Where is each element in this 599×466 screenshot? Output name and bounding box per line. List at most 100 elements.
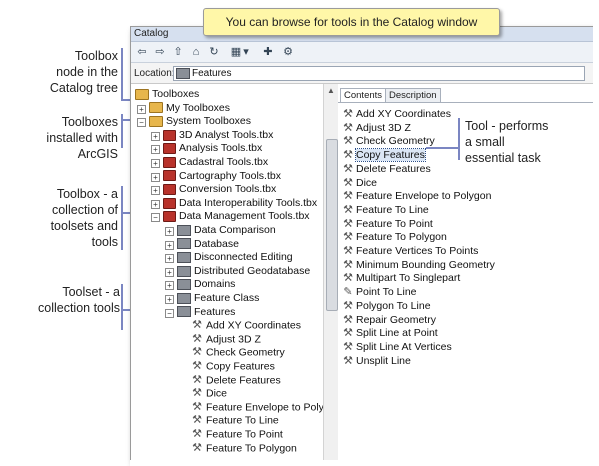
collapse-icon[interactable]: − (137, 118, 146, 128)
tool-hammer-icon: ⚒ (343, 231, 353, 244)
tree-item[interactable]: Analysis Tools.tbx (163, 142, 262, 155)
tool-hammer-icon: ⚒ (343, 176, 353, 189)
tree-item[interactable]: Database (177, 238, 239, 251)
contents-item[interactable]: ⚒Adjust 3D Z (342, 122, 411, 135)
location-bar: Location: Features (131, 63, 595, 84)
tab-contents[interactable]: Contents (340, 88, 387, 102)
views-icon[interactable]: ▦ (230, 46, 242, 58)
contents-item[interactable]: ⚒Add XY Coordinates (342, 108, 451, 121)
collapse-icon[interactable]: − (151, 213, 160, 223)
tab-divider (338, 102, 595, 103)
tree-item[interactable]: ⚒Adjust 3D Z (191, 333, 261, 346)
collapse-icon[interactable]: − (165, 308, 174, 318)
home-icon[interactable]: ⌂ (192, 46, 200, 58)
scroll-up-icon[interactable]: ▲ (327, 86, 335, 95)
expand-icon[interactable]: + (165, 295, 174, 304)
tree-scrollbar[interactable]: ▲ (323, 84, 338, 461)
tree-item[interactable]: My Toolboxes (149, 102, 230, 115)
contents-item[interactable]: ⚒Feature Envelope to Polygon (342, 190, 491, 203)
catalog-window: Catalog ⇦ ⇨ ⇧ ⌂ ↻ ▦ ▾ ✚ ⚙ Location: Feat… (130, 26, 596, 462)
tree-item[interactable]: ⚒Feature To Point (191, 428, 283, 441)
expand-icon[interactable]: + (137, 104, 146, 114)
contents-item[interactable]: ✎Point To Line (342, 286, 416, 299)
tree-item[interactable]: ⚒Check Geometry (191, 346, 285, 359)
tree-item[interactable]: System Toolboxes (149, 115, 251, 128)
tab-description[interactable]: Description (385, 88, 441, 102)
torn-edge-bottom (130, 460, 599, 466)
up-folder-icon[interactable]: ⇧ (173, 46, 183, 58)
tree-item[interactable]: Data Comparison (177, 224, 276, 237)
contents-item[interactable]: ⚒Check Geometry (342, 135, 435, 148)
tree-item[interactable]: ⚒Feature Envelope to Poly (191, 401, 323, 414)
expand-icon[interactable]: + (151, 172, 160, 182)
refresh-icon[interactable]: ↻ (209, 46, 219, 58)
contents-item-label: Delete Features (356, 162, 431, 175)
contents-item[interactable]: ⚒Unsplit Line (342, 355, 411, 368)
tool-hammer-icon: ⚒ (343, 135, 353, 148)
back-arrow-icon[interactable]: ⇦ (137, 46, 147, 58)
tree-item[interactable]: Cadastral Tools.tbx (163, 156, 268, 169)
tree-item[interactable]: Conversion Tools.tbx (163, 183, 276, 196)
tree-item[interactable]: Features (177, 306, 235, 319)
contents-item[interactable]: ⚒Feature To Point (342, 218, 433, 231)
tree-item-label: 3D Analyst Tools.tbx (179, 128, 274, 141)
expand-icon[interactable]: + (165, 240, 174, 250)
contents-item-label: Split Line At Vertices (356, 340, 452, 353)
contents-item[interactable]: ⚒Feature Vertices To Points (342, 245, 478, 258)
expand-icon[interactable]: + (151, 199, 160, 209)
tree-item[interactable]: Toolboxes (135, 88, 199, 101)
contents-item[interactable]: ⚒Minimum Bounding Geometry (342, 259, 495, 272)
contents-item[interactable]: ⚒Dice (342, 177, 377, 190)
contents-pane: Contents Description ⚒Add XY Coordinates… (338, 84, 595, 461)
location-label: Location: (134, 68, 175, 79)
tree-item[interactable]: ⚒Add XY Coordinates (191, 319, 301, 332)
scroll-thumb[interactable] (326, 139, 338, 311)
expand-icon[interactable]: + (165, 227, 174, 236)
tool-hammer-icon: ⚒ (343, 354, 353, 367)
tree-item[interactable]: Cartography Tools.tbx (163, 170, 281, 183)
expand-icon[interactable]: + (151, 145, 160, 155)
options-icon[interactable]: ⚙ (283, 46, 293, 58)
tool-hammer-icon: ⚒ (343, 162, 353, 175)
contents-item[interactable]: ⚒Multipart To Singlepart (342, 272, 460, 285)
toolboxes-folder-icon (135, 88, 149, 100)
expand-icon[interactable]: + (151, 159, 160, 168)
dropdown-arrow-icon[interactable]: ▾ (243, 46, 249, 58)
tree-item[interactable]: ⚒Dice (191, 387, 227, 400)
tree-item[interactable]: Data Interoperability Tools.tbx (163, 197, 317, 210)
contents-item[interactable]: ⚒Feature To Line (342, 204, 429, 217)
tree-item[interactable]: Feature Class (177, 292, 259, 305)
tree-item[interactable]: ⚒Feature To Polygon (191, 442, 297, 455)
expand-icon[interactable]: + (165, 281, 174, 291)
contents-item-label: Dice (356, 176, 378, 189)
toolbox-icon (163, 129, 176, 141)
tree-item[interactable]: Distributed Geodatabase (177, 265, 310, 278)
forward-arrow-icon[interactable]: ⇨ (155, 46, 165, 58)
tree-item[interactable]: Data Management Tools.tbx (163, 210, 310, 223)
contents-item[interactable]: ⚒Repair Geometry (342, 314, 436, 327)
connect-folder-icon[interactable]: ✚ (263, 46, 273, 58)
tree-item[interactable]: ⚒Feature To Line (191, 414, 279, 427)
tree-item[interactable]: ⚒Copy Features (191, 360, 275, 373)
contents-item[interactable]: ⚒Feature To Polygon (342, 231, 447, 244)
tree-item-label: Copy Features (206, 360, 275, 373)
script-tool-icon: ✎ (343, 286, 353, 299)
contents-item[interactable]: ⚒Split Line at Point (342, 327, 438, 340)
connector-node-horizontal (121, 99, 137, 101)
tree-item[interactable]: Domains (177, 278, 235, 291)
expand-icon[interactable]: + (151, 131, 160, 141)
contents-item[interactable]: ⚒Delete Features (342, 163, 431, 176)
tree-item[interactable]: 3D Analyst Tools.tbx (163, 129, 273, 142)
contents-item[interactable]: ⚒Polygon To Line (342, 300, 430, 313)
tree-item[interactable]: ⚒Delete Features (191, 374, 281, 387)
tree-item[interactable]: Disconnected Editing (177, 251, 293, 264)
tool-hammer-icon: ⚒ (343, 121, 353, 134)
tool-hammer-icon: ⚒ (343, 108, 353, 120)
expand-icon[interactable]: + (165, 254, 174, 264)
expand-icon[interactable]: + (151, 186, 160, 196)
location-field[interactable]: Features (173, 66, 585, 81)
catalog-toolbar: ⇦ ⇨ ⇧ ⌂ ↻ ▦ ▾ ✚ ⚙ (131, 42, 595, 63)
contents-item[interactable]: ⚒Copy Features (342, 148, 426, 163)
contents-item[interactable]: ⚒Split Line At Vertices (342, 341, 452, 354)
expand-icon[interactable]: + (165, 267, 174, 277)
